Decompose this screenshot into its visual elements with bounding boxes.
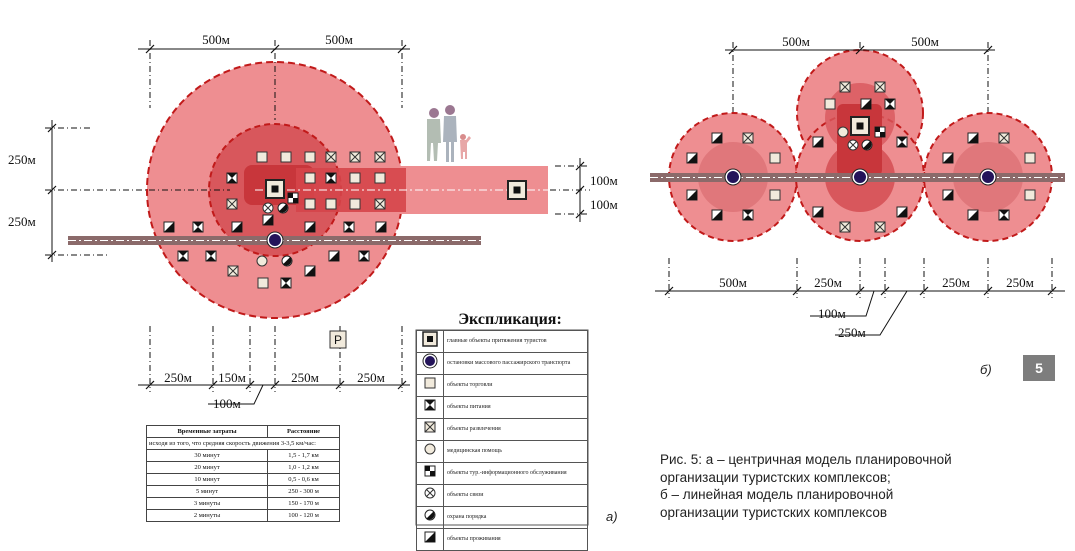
table-header-row: Временные затраты Расстояние [145,425,340,438]
table-cell: 20 минут [145,461,269,474]
table-cell: 30 минут [145,449,269,462]
table-note: исходя из того, что средняя скорость дви… [146,437,340,450]
zone-core-b [837,104,882,176]
secondary-attraction-icon [507,180,527,200]
table-cell: 5 минут [145,485,269,498]
parking-label: P [334,333,342,347]
b-dim-bottom-2: 250м [814,275,842,290]
time-distance-table: Временные затраты Расстояние исходя из т… [145,425,340,522]
b-dim-sub-1: 100м [818,306,846,321]
transit-stop-center-icon [851,168,869,186]
lodging-icon [424,531,436,543]
legend-text: объекты развлечения [443,418,588,441]
legend-row: объекты тур.-информационного обслуживани… [416,462,588,485]
table-cell: 0,5 - 0,6 км [267,473,340,486]
transit-stop-icon [266,231,284,249]
table-header: Расстояние [267,425,340,438]
legend-text: объекты тур.-информационного обслуживани… [443,462,588,485]
b-dim-sub-2: 250м [838,325,866,340]
police-icon [424,509,436,521]
legend-text: главные объекты притяжения туристов [443,330,588,353]
caption-line: б – линейная модель планировочной [660,487,894,502]
b-dim-bottom-4: 250м [1006,275,1034,290]
dim-left-2: 250м [8,214,36,229]
entertainment-icon [424,421,436,433]
dim-bottom-4: 250м [357,370,385,385]
diagram-b-label: б) [980,362,992,377]
legend-row: остановки массового пассажирского трансп… [416,352,588,375]
table-cell: 10 минут [145,473,269,486]
table-header: Временные затраты [145,425,269,438]
b-dim-top-2: 500м [911,34,939,49]
dim-left-1: 250м [8,152,36,167]
legend-text: объекты питания [443,396,588,419]
table-cell: 1,0 - 1,2 км [267,461,340,474]
trade-icon [424,377,436,389]
main-attraction-icon [422,331,438,347]
legend-row: объекты связи [416,484,588,507]
diagram-a: 500м 500м 250м 250м 100м 100м 250м 150м … [8,32,618,524]
dim-right-1: 100м [590,173,618,188]
legend-table: главные объекты притяжения туристов оста… [416,330,588,551]
table-cell: 250 - 300 м [267,485,340,498]
table-cell: 150 - 170 м [267,497,340,510]
table-note-row: исходя из того, что средняя скорость дви… [146,437,340,450]
dim-bottom-1: 250м [164,370,192,385]
caption-line: организации туристских комплексов; [660,469,891,485]
legend-row: главные объекты притяжения туристов [416,330,588,353]
legend-row: объекты проживания [416,528,588,551]
legend-text: остановки массового пассажирского трансп… [443,352,588,375]
medical-icon [424,443,436,455]
legend-row: объекты торговли [416,374,588,397]
page-number-badge: 5 [1023,355,1055,381]
table-cell: 1,5 - 1,7 км [267,449,340,462]
legend-text: объекты связи [443,484,588,507]
legend-row: медицинская помощь [416,440,588,463]
legend-title: Экспликация: [458,311,562,328]
food-icon [424,399,436,411]
table-cell: 100 - 120 м [267,509,340,522]
dim-right-2: 100м [590,197,618,212]
transit-stop-left-icon [724,168,742,186]
legend-row: охрана порядка [416,506,588,529]
dim-top-1: 500м [202,32,230,47]
parking-sign: P [329,330,347,349]
dim-bottom-2: 150м [218,370,246,385]
legend-row: объекты питания [416,396,588,419]
diagram-a-label: а) [606,509,618,524]
people-figures-icon [427,105,471,162]
dim-bottom-3: 250м [291,370,319,385]
b-dim-bottom-3: 250м [942,275,970,290]
legend-text: объекты торговли [443,374,588,397]
caption-line: организации туристских комплексов [660,504,888,520]
legend-text: медицинская помощь [443,440,588,463]
table-cell: 3 минуты [145,497,269,510]
tourist-info-icon [424,465,436,477]
transit-stop-icon [422,353,438,369]
b-dim-bottom-1: 500м [719,275,747,290]
caption-line: Рис. 5: а – центричная модель планировоч… [660,452,952,467]
communication-icon [424,487,436,499]
legend-text: охрана порядка [443,506,588,529]
figure-caption: Рис. 5: а – центричная модель планировоч… [660,451,990,521]
main-attraction-icon [265,179,285,199]
dim-top-2: 500м [325,32,353,47]
dim-bottom-sub: 100м [213,396,241,411]
transit-stop-right-icon [979,168,997,186]
legend-row: объекты развлечения [416,418,588,441]
diagram-b: 500м 500м 500м 250м 250м 250м 100м 250м … [650,34,1065,377]
table-cell: 2 минуты [145,509,269,522]
legend-text: объекты проживания [443,528,588,551]
b-dim-top-1: 500м [782,34,810,49]
